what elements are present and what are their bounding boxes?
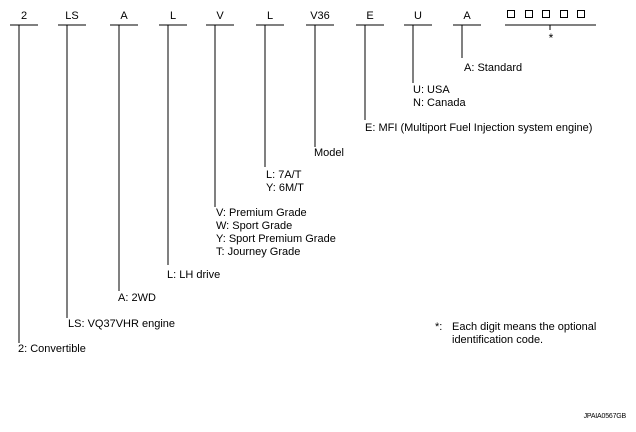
- code-description-7: Model: [314, 147, 344, 160]
- code-description-3: A: 2WD: [118, 292, 156, 305]
- description-line: L: LH drive: [167, 269, 221, 281]
- description-line: T: Journey Grade: [216, 246, 301, 258]
- description-line: L: 7A/T: [266, 169, 302, 181]
- code-1: 2: [20, 10, 28, 22]
- optional-digit-box: [577, 10, 585, 18]
- code-description-10: A: Standard: [464, 62, 522, 75]
- description-line: W: Sport Grade: [216, 220, 293, 232]
- description-line: V: Premium Grade: [216, 207, 307, 219]
- note-line-1: Each digit means the optional: [452, 321, 597, 333]
- code-4: L: [169, 10, 177, 22]
- code-description-8: E: MFI (Multiport Fuel Injection system …: [365, 122, 592, 135]
- optional-digit-box: [559, 10, 568, 18]
- code-6: L: [266, 10, 274, 22]
- description-line: Y: 6M/T: [266, 182, 304, 194]
- code-7: V36: [310, 10, 330, 22]
- description-line: E: MFI (Multiport Fuel Injection system …: [365, 122, 593, 134]
- description-line: LS: VQ37VHR engine: [68, 318, 176, 330]
- code-8: E: [366, 10, 374, 22]
- description-line: N: Canada: [413, 97, 466, 109]
- optional-digit-box: [542, 10, 550, 18]
- figure-id: JPAIA0567GB: [583, 413, 627, 420]
- code-description-4: L: LH drive: [167, 269, 220, 282]
- code-5: V: [216, 10, 224, 22]
- description-line: 2: Convertible: [18, 343, 86, 355]
- optional-digit-box: [507, 10, 515, 18]
- code-10: A: [463, 10, 471, 22]
- code-9: U: [414, 10, 422, 22]
- description-line: Y: Sport Premium Grade: [216, 233, 336, 245]
- description-line: A: 2WD: [118, 292, 156, 304]
- code-description-1: 2: Convertible: [18, 343, 86, 356]
- code-3: A: [120, 10, 128, 22]
- code-description-2: LS: VQ37VHR engine: [68, 318, 175, 331]
- code-2: LS: [65, 10, 79, 22]
- note-line-2: identification code.: [452, 334, 544, 346]
- description-line: Model: [314, 147, 344, 159]
- optional-code-asterisk: *: [548, 31, 554, 45]
- description-line: U: USA: [413, 84, 450, 96]
- note-asterisk: *:: [435, 321, 443, 333]
- optional-digit-box: [524, 10, 533, 18]
- description-line: A: Standard: [464, 62, 523, 74]
